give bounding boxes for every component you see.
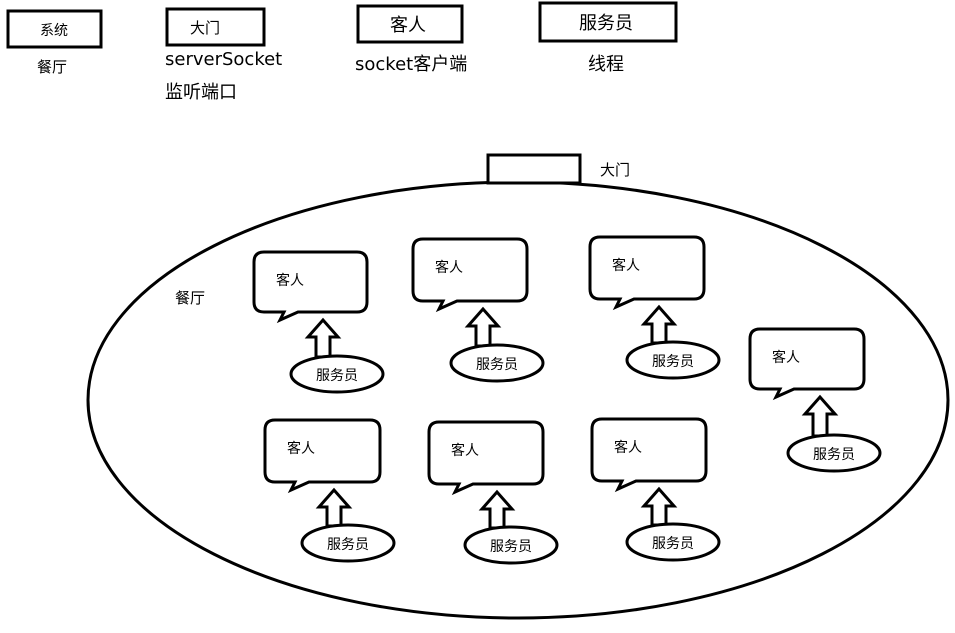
- waiter-label: 服务员: [652, 354, 694, 370]
- waiter-ellipse: [625, 340, 721, 380]
- legend-door-label: 大门: [190, 19, 220, 37]
- up-arrow: [464, 306, 502, 348]
- guest-label: 客人: [451, 442, 479, 459]
- waiter-ellipse: [449, 343, 545, 383]
- legend-guest-label: 客人: [390, 15, 426, 36]
- legend-system-box: [6, 9, 103, 49]
- waiter-ellipse: [300, 523, 396, 563]
- legend: 系统 餐厅 大门 serverSocket 监听端口 客人 socket客户端 …: [6, 1, 678, 103]
- legend-guest: 客人 socket客户端: [355, 4, 467, 75]
- up-arrow: [801, 394, 839, 438]
- legend-waiter: 服务员 线程: [538, 1, 678, 75]
- guest-bubble: [588, 235, 706, 311]
- waiter-label: 服务员: [652, 536, 694, 552]
- up-arrow: [478, 489, 516, 530]
- waiter-label: 服务员: [476, 357, 518, 373]
- guest-bubble: [411, 237, 529, 313]
- legend-system-label: 系统: [40, 23, 68, 39]
- legend-door-desc-1: serverSocket: [165, 49, 282, 70]
- up-arrow: [304, 317, 342, 359]
- guest-bubble: [427, 420, 545, 496]
- legend-door: 大门 serverSocket 监听端口: [165, 7, 282, 103]
- up-arrow: [640, 486, 678, 527]
- legend-waiter-box: [538, 1, 678, 43]
- guest-waiter-pairs: 客人服务员客人服务员客人服务员客人服务员客人服务员客人服务员客人服务员: [252, 235, 882, 565]
- guest-label: 客人: [287, 440, 315, 457]
- legend-waiter-desc: 线程: [588, 54, 624, 75]
- waiter-label: 服务员: [813, 447, 855, 463]
- guest-bubble: [590, 417, 708, 493]
- guest-label: 客人: [612, 257, 640, 274]
- legend-system: 系统 餐厅: [6, 9, 103, 76]
- legend-waiter-label: 服务员: [579, 13, 633, 34]
- restaurant: 大门 餐厅: [86, 153, 950, 620]
- guest-label: 客人: [614, 439, 642, 456]
- guest-bubble: [263, 418, 382, 494]
- guest-label: 客人: [772, 349, 800, 366]
- door-rect: [486, 153, 582, 185]
- waiter-ellipse: [625, 522, 721, 562]
- legend-guest-desc: socket客户端: [355, 54, 467, 75]
- waiter-ellipse: [463, 525, 559, 565]
- hall-label: 餐厅: [175, 289, 205, 307]
- waiter-label: 服务员: [490, 539, 532, 555]
- guest-bubble: [748, 327, 866, 401]
- legend-system-desc: 餐厅: [37, 58, 67, 76]
- door-label: 大门: [600, 161, 630, 179]
- guest-label: 客人: [435, 259, 463, 276]
- guest-label: 客人: [276, 272, 304, 289]
- guest-bubble: [252, 250, 369, 324]
- legend-door-box: [165, 7, 266, 47]
- legend-door-desc-2: 监听端口: [165, 82, 237, 103]
- waiter-ellipse: [786, 433, 882, 473]
- legend-guest-box: [356, 4, 464, 44]
- up-arrow: [640, 304, 678, 345]
- up-arrow: [315, 487, 353, 528]
- waiter-label: 服务员: [327, 537, 369, 553]
- waiter-ellipse: [289, 354, 385, 394]
- waiter-label: 服务员: [316, 368, 358, 384]
